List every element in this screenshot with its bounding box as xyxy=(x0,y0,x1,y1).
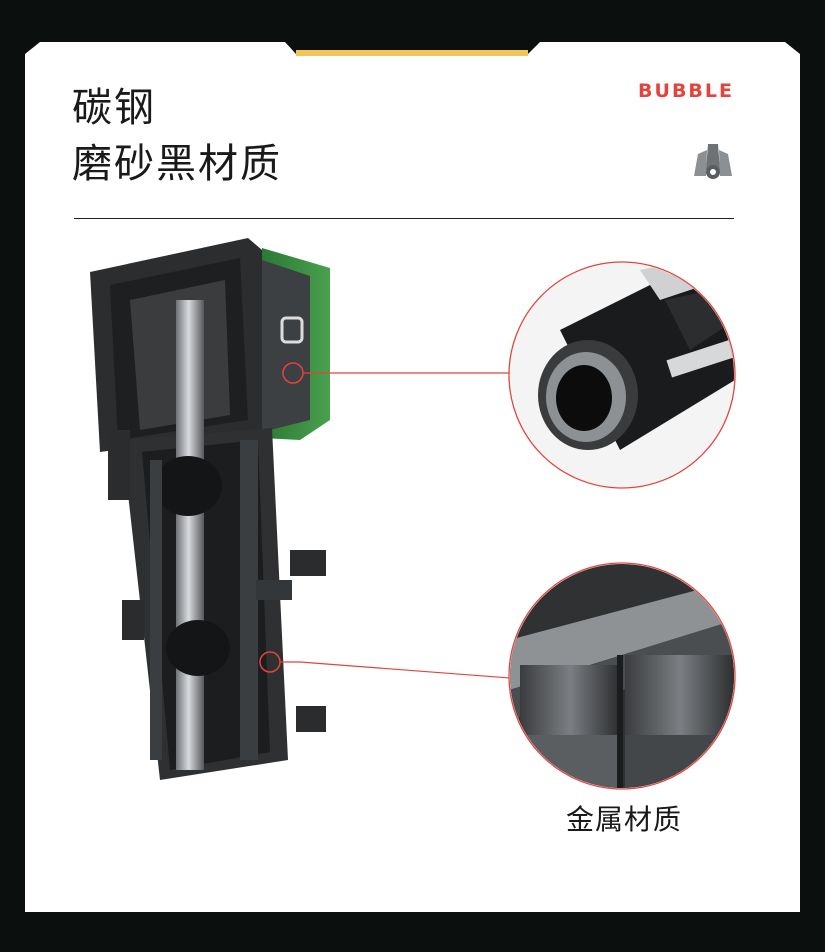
title-line-1: 碳钢 xyxy=(72,85,156,131)
top-accent-bar xyxy=(296,50,528,56)
title-line-2: 磨砂黑材质 xyxy=(72,141,282,187)
callout-line-bottom xyxy=(299,661,511,679)
steel-bars-detail-image xyxy=(508,562,736,790)
page-title: 碳钢 磨砂黑材质 xyxy=(72,80,282,192)
material-caption: 金属材质 xyxy=(565,803,682,836)
tower-logo-icon xyxy=(694,144,732,179)
brand-wordmark: BUBBLE xyxy=(638,80,734,102)
product-frame-illustration xyxy=(90,238,330,780)
header-divider xyxy=(74,218,734,219)
